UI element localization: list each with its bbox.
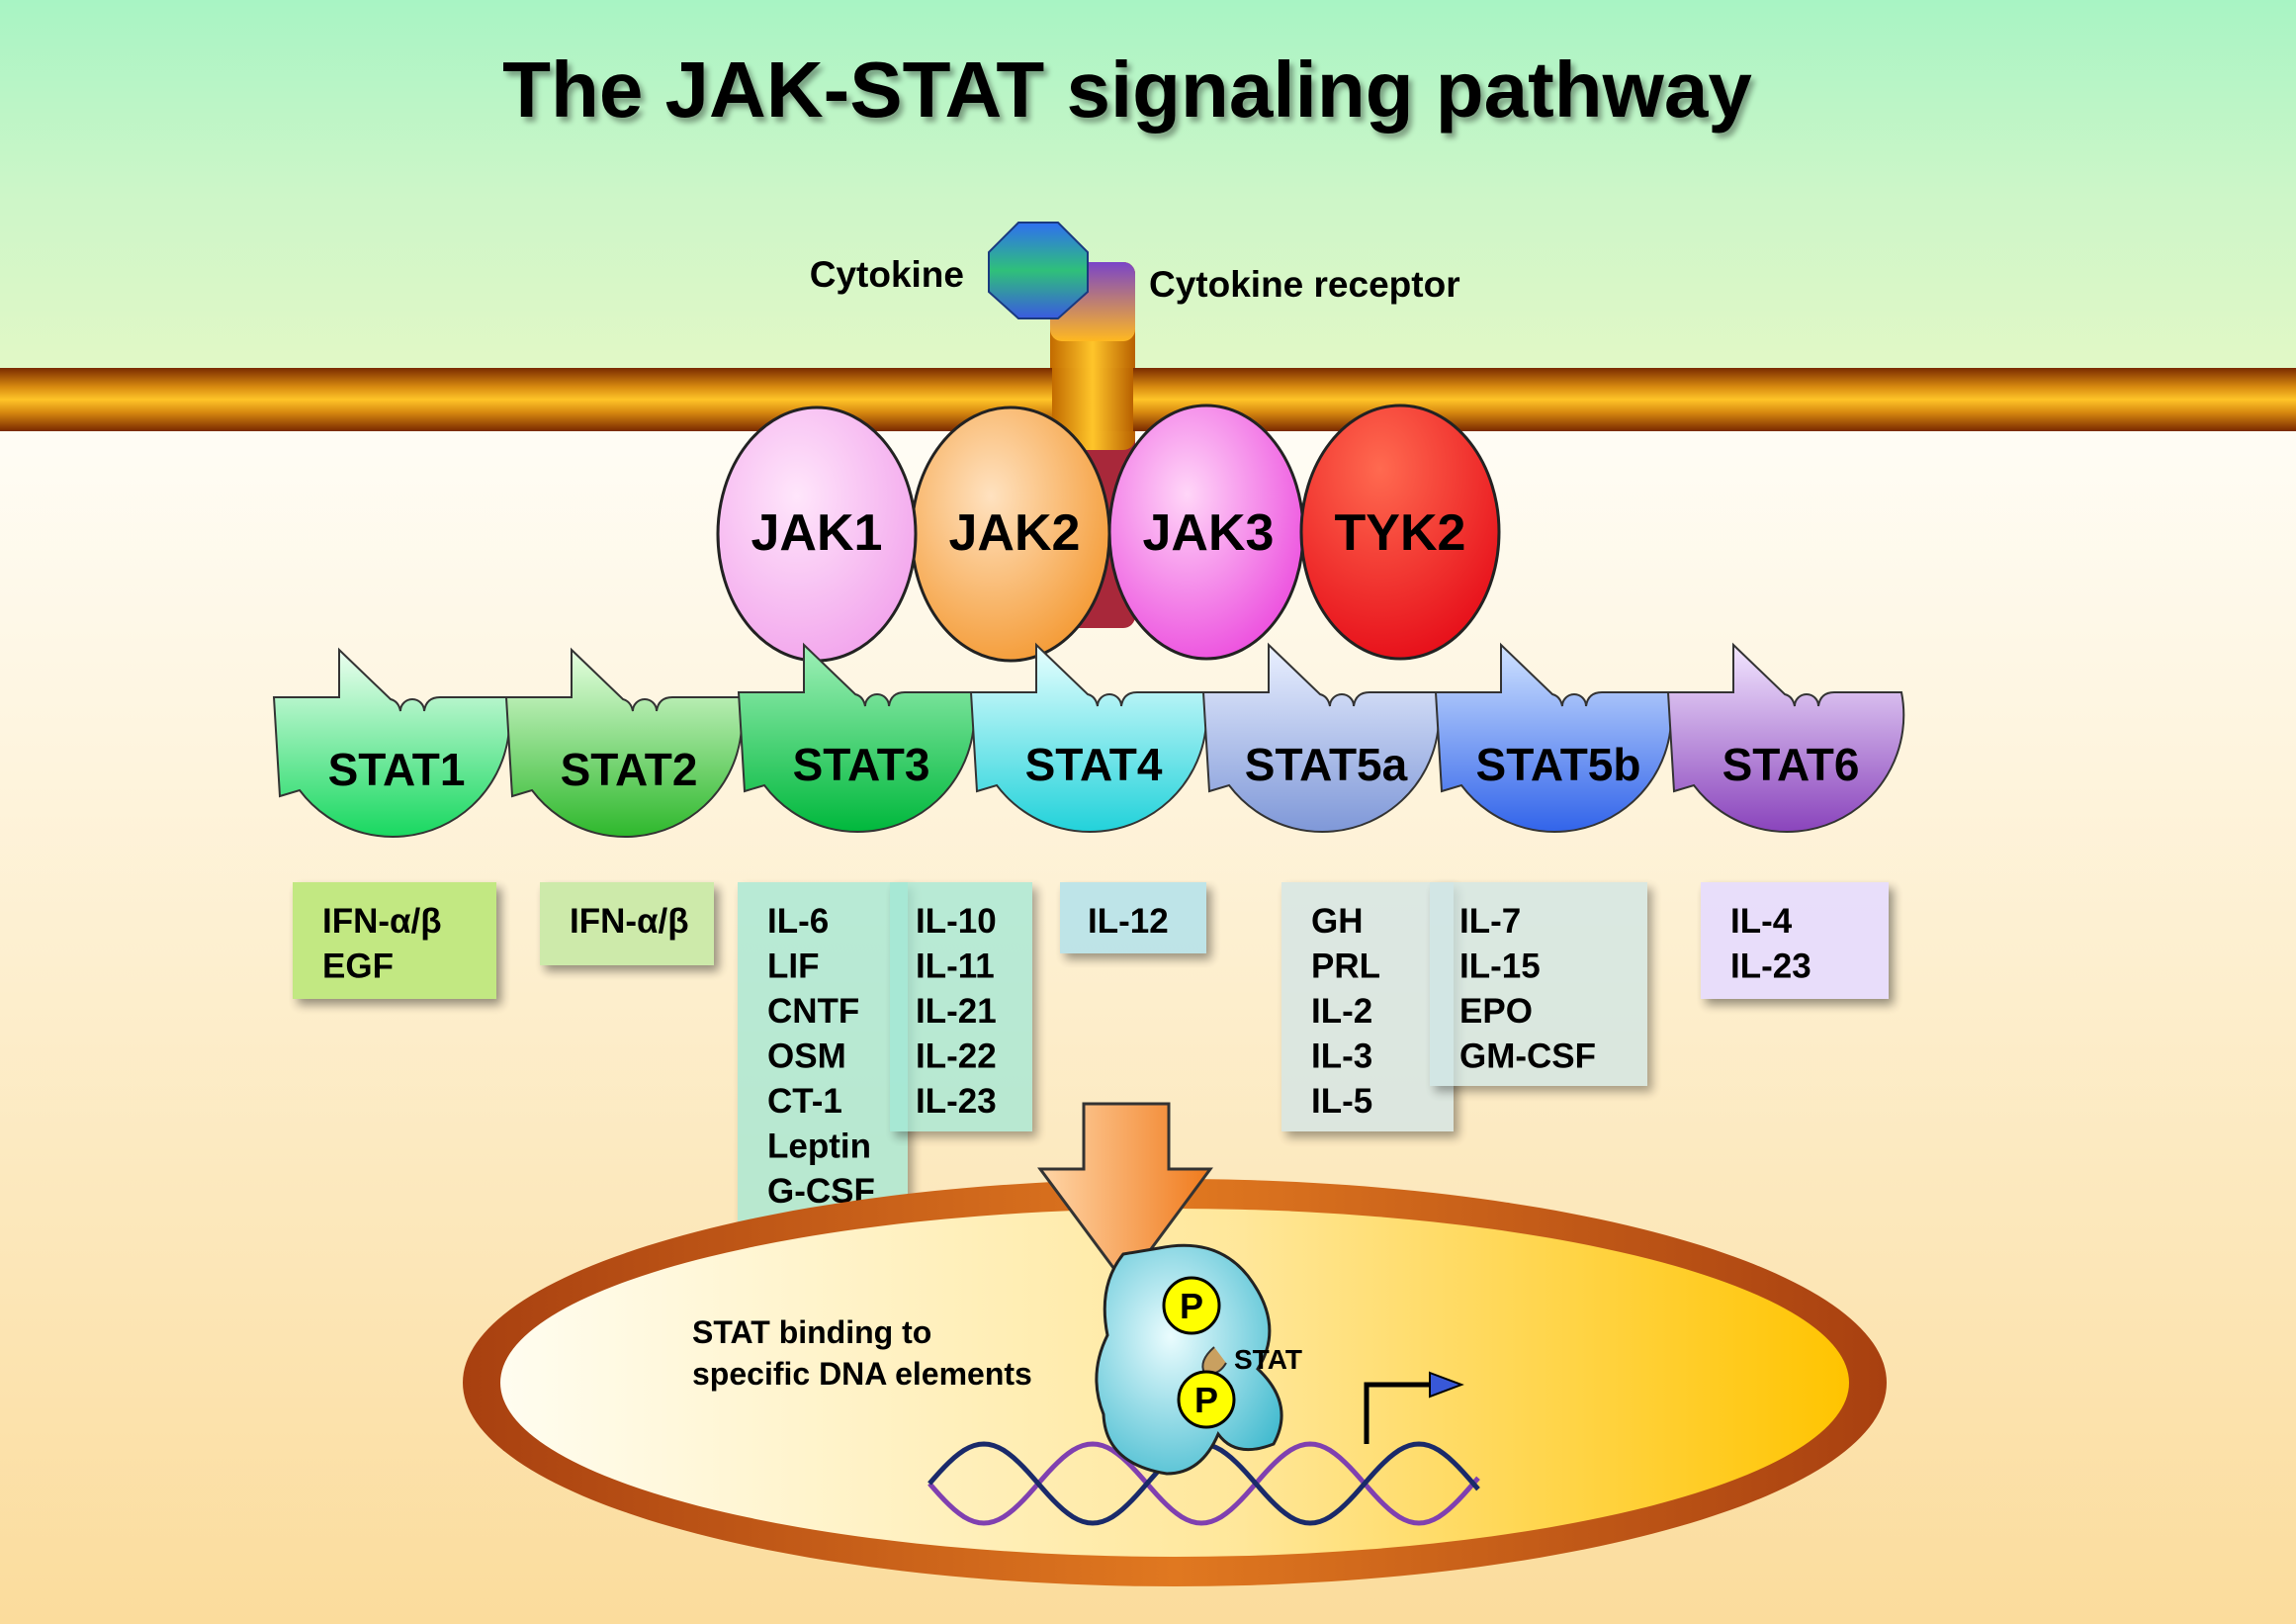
stat3-activators-box-2 [890, 882, 1032, 1131]
stat5a-activator: PRL [1311, 947, 1380, 986]
stat3-col1-activator: CNTF [767, 992, 859, 1031]
stat3-col2-activator: IL-21 [916, 992, 997, 1031]
stat3-col2-activator: IL-23 [916, 1082, 997, 1121]
stat6-activator: IL-23 [1730, 947, 1811, 986]
stat4-activators-box [1060, 882, 1206, 953]
stat-label: STAT5a [1245, 739, 1408, 790]
stat2-activators-box [540, 882, 714, 965]
phosphate-top-label: P [1180, 1286, 1203, 1326]
jak3-label: JAK3 [1143, 504, 1275, 562]
stat-label: STAT3 [793, 739, 930, 790]
stat-stat6: STAT6 [1667, 644, 1905, 834]
stat5b-activator: GM-CSF [1459, 1038, 1596, 1076]
stat-stat1: STAT1 [273, 649, 511, 839]
stat1-activator: IFN-α/β [322, 902, 442, 941]
receptor-label: Cytokine receptor [1149, 264, 1460, 305]
cell-membrane [0, 368, 2296, 431]
stat-group: STAT1 STAT2 STAT3 STAT4 STAT5a STAT5b STAT6 [273, 644, 1905, 839]
stat3-col2-activator: IL-11 [916, 947, 995, 986]
stat3-col2-activator: IL-22 [916, 1038, 997, 1076]
stat-label: STAT2 [561, 744, 698, 795]
stat-stat4: STAT4 [970, 644, 1208, 834]
stat3-col1-activator: IL-6 [767, 902, 829, 941]
stat-label: STAT4 [1025, 739, 1163, 790]
stat3-col1-activator: Leptin [767, 1128, 871, 1166]
cytokine-label: Cytokine [810, 254, 964, 295]
stat5b-activator: EPO [1459, 992, 1533, 1031]
stat3-col1-activator: OSM [767, 1038, 846, 1076]
stat5a-activator: IL-3 [1311, 1038, 1372, 1076]
stat3-col1-activator: LIF [767, 947, 819, 986]
stat-label: STAT5b [1476, 739, 1641, 790]
stat3-col1-activator: CT-1 [767, 1082, 842, 1121]
phosphate-bottom [1177, 1370, 1236, 1429]
cytokine-molecule [988, 222, 1089, 319]
stat1-activator: EGF [322, 947, 394, 986]
stat5a-activator: IL-5 [1311, 1082, 1372, 1121]
transcription-start-arrow [1364, 1371, 1464, 1444]
stat5b-activator: IL-15 [1459, 947, 1541, 986]
dna-binding-label-line2: specific DNA elements [692, 1356, 1032, 1392]
dimer-stat-label: STAT [1234, 1344, 1302, 1375]
stat-dimer: P P STAT [1095, 1243, 1302, 1476]
stat6-activators-box [1701, 882, 1889, 999]
receptor-transmembrane [1052, 368, 1133, 431]
diagram-title: The JAK-STAT signaling pathway [502, 45, 1752, 134]
dna-strand [927, 1441, 1480, 1526]
extracellular-space [0, 0, 2296, 391]
dna-binding-label-line1: STAT binding to [692, 1314, 931, 1350]
stat6-activator: IL-4 [1730, 902, 1793, 941]
stat-stat5a: STAT5a [1202, 644, 1441, 834]
stat4-activator: IL-12 [1088, 902, 1169, 941]
stat-stat3: STAT3 [738, 644, 976, 834]
stat5a-activator: IL-2 [1311, 992, 1372, 1031]
nuclear-translocation-arrow [1037, 1102, 1213, 1287]
phosphate-top [1162, 1276, 1221, 1335]
stat3-col2-activator: IL-10 [916, 902, 997, 941]
stat-stat5b: STAT5b [1435, 644, 1673, 834]
stat-label: STAT6 [1722, 739, 1860, 790]
jak2-label: JAK2 [949, 504, 1081, 562]
phosphate-bottom-label: P [1194, 1380, 1218, 1420]
stat5a-activator: GH [1311, 902, 1364, 941]
stat1-activators-box [293, 882, 496, 999]
stat-label: STAT1 [328, 744, 466, 795]
stat5b-activator: IL-7 [1459, 902, 1521, 941]
stat2-activator: IFN-α/β [570, 902, 689, 941]
stat-stat2: STAT2 [505, 649, 744, 839]
stat5a-activators-box [1281, 882, 1454, 1131]
jak1-label: JAK1 [751, 504, 883, 562]
stat5b-activators-box [1430, 882, 1647, 1086]
tyk2-label: TYK2 [1335, 504, 1466, 562]
jak-oval [1299, 404, 1501, 661]
